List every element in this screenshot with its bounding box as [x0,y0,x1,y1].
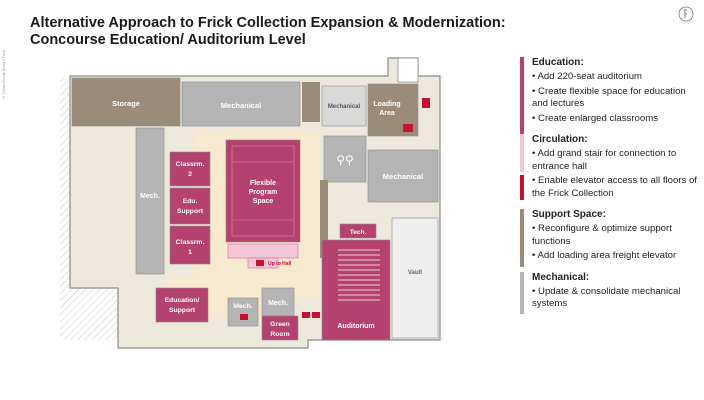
legend-circulation-bar-red [520,175,524,200]
legend: Education: • Add 220-seat auditorium • C… [520,56,702,319]
legend-support-heading: Support Space: [532,209,606,220]
legend-mechanical-bar [520,271,524,314]
loading-label-1: Loading [373,101,400,108]
auditorium-seating [338,249,380,301]
legend-circulation-bar-light [520,134,524,172]
mech-a-elevator-icon [240,314,248,320]
mechanical-top [181,81,301,127]
legend-education-heading: Education: [532,57,584,68]
classroom-1-label-1: Classrm. [176,239,205,246]
education-support-room [155,287,209,323]
freight-elevator-icon [403,124,413,132]
loading-label-2: Area [379,110,395,117]
frick-logo-icon [678,6,694,22]
edu-support [169,187,211,225]
auditorium-elevator-icon [302,312,310,318]
legend-education-bar [520,57,524,135]
flex-label-1: Flexible [250,180,276,187]
mechanical-small-label: Mechanical [328,104,361,110]
education-support-label-2: Support [169,307,196,314]
legend-item: • Reconfigure & optimize support functio… [532,223,672,247]
table-grid [231,145,295,237]
legend-mechanical: Mechanical: • Update & consolidate mecha… [520,271,702,314]
legend-support-bar [520,209,524,267]
mechanical-top-label: Mechanical [221,101,261,110]
page-title: Alternative Approach to Frick Collection… [30,15,530,49]
legend-item: • Update & consolidate mechanical system… [532,285,681,310]
legend-item: • Enable elevator access to all floors o… [520,175,702,200]
restroom-icon: ⚲⚲ [336,153,354,167]
legend-item: • Add loading area freight elevator [532,250,677,261]
freight-elevator-icon-2 [422,98,430,108]
mechanical-right-label: Mechanical [383,172,423,181]
mechanical-small [321,85,367,127]
title-line-1: Alternative Approach to Frick Collection… [30,15,506,31]
legend-item: • Create flexible space for education an… [532,85,686,110]
legend-education: Education: • Add 220-seat auditorium • C… [520,56,702,135]
mech-left-label: Mech. [140,193,160,200]
copyright-credit: © Davis Brody Bond / Frick [1,49,6,100]
classroom-1-label-2: 1 [188,249,192,256]
classroom-1 [169,225,211,265]
support-column-right [320,180,328,258]
vault [391,217,439,339]
restrooms [323,135,367,183]
mech-left [135,127,165,275]
vault-label: Vault [408,270,422,276]
title-line-2: Concourse Education/ Auditorium Level [30,32,306,48]
support-strip-top [302,82,320,122]
green-room [261,315,299,341]
legend-support: Support Space: • Reconfigure & optimize … [520,208,702,267]
legend-item: • Add 220-seat auditorium [532,71,643,82]
green-room-label-1: Green [270,321,290,328]
legend-item: • Add grand stair for connection to entr… [532,148,677,172]
classroom-2-label-1: Classrm. [176,161,205,168]
mech-b-label: Mech. [268,300,288,307]
flex-label-2: Program [249,189,278,196]
storage-label: Storage [112,99,140,108]
legend-circulation: Circulation: • Add grand stair for conne… [520,133,702,200]
up-to-hall-label: Up to Hall [268,261,292,267]
flexible-program-space [225,139,301,243]
flex-label-3: Space [253,198,274,205]
legend-circulation-heading: Circulation: [532,134,588,145]
legend-item: • Create enlarged classrooms [532,112,659,124]
classroom-2-label-2: 2 [188,171,192,178]
elevator-icon-stair [256,260,264,266]
mech-a [227,297,259,327]
auditorium-elevator-icon-2 [312,312,320,318]
edu-support-label-1: Edu. [183,198,198,205]
edu-support-label-2: Support [177,208,204,215]
education-support-label-1: Education/ [165,297,200,304]
mechanical-right [367,149,439,203]
auditorium-label: Auditorium [337,323,374,330]
tech-room [339,223,377,239]
green-room-label-2: Room [270,331,289,338]
classroom-2 [169,151,211,187]
right-tower [397,57,419,83]
tech-label: Tech. [350,229,367,236]
storage-room [71,77,181,127]
floor-plan: Storage Mechanical Mechanical Loading Ar… [60,57,441,349]
legend-mechanical-heading: Mechanical: [532,271,590,283]
mech-b [261,287,295,317]
legend-item-text: • Enable elevator access to all floors o… [532,175,697,199]
mech-a-label: Mech. [233,303,252,310]
